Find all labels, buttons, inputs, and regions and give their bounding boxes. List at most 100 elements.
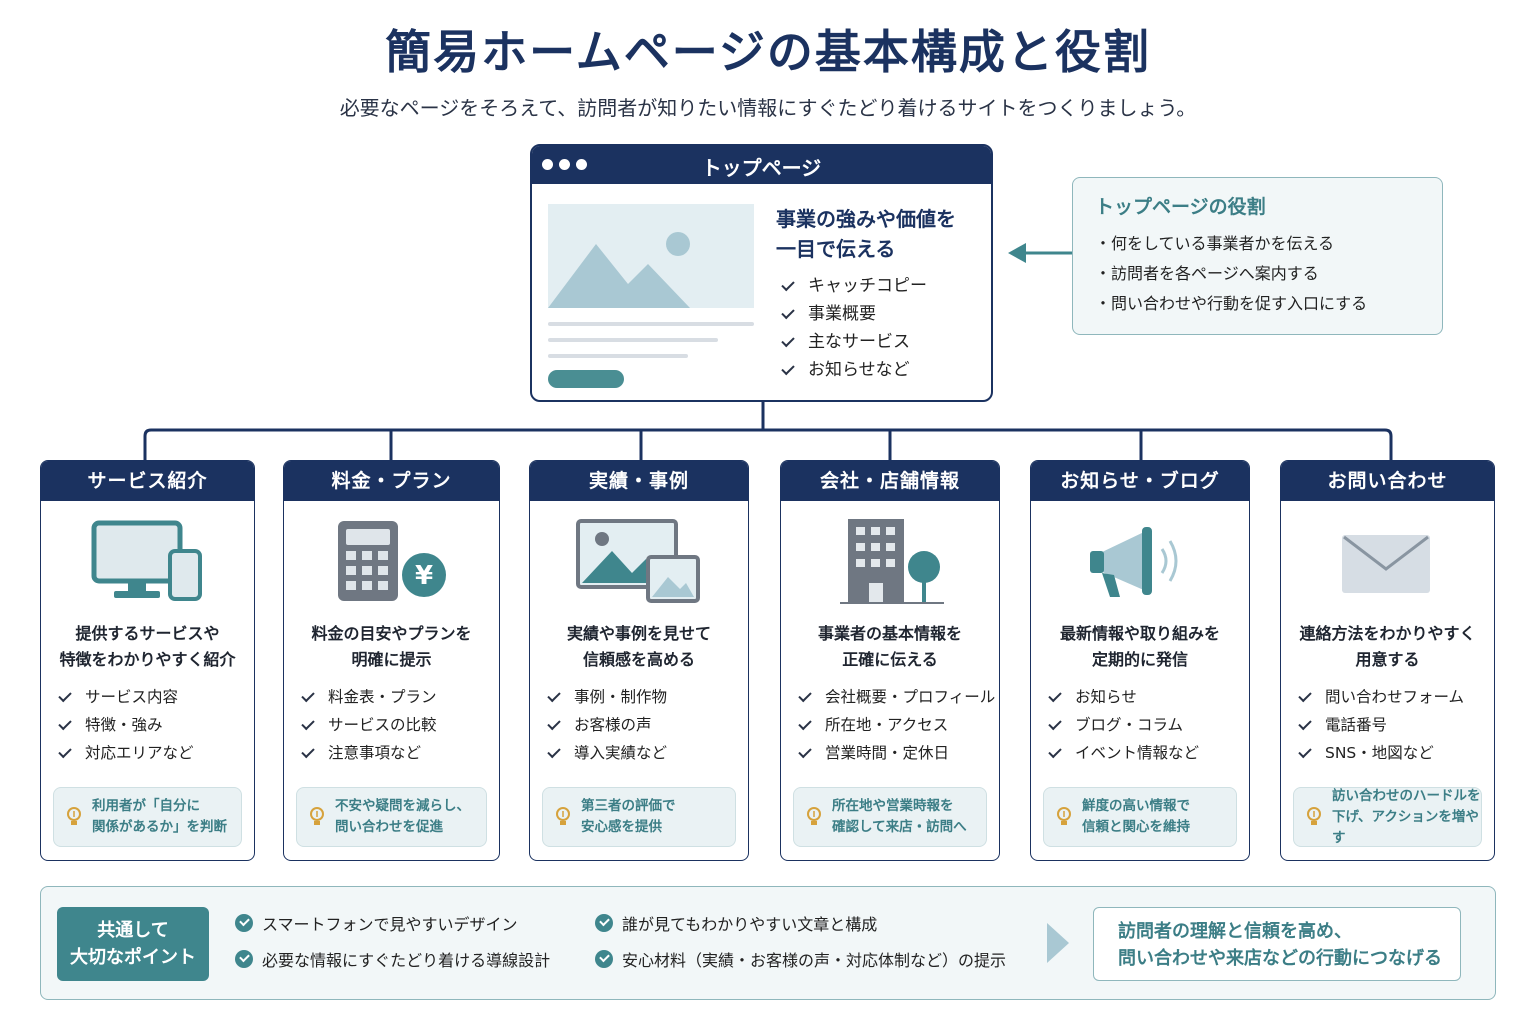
card-description: 実績や事例を見せて信頼感を高める <box>566 624 711 669</box>
card-tip: 訪い合わせのハードルを下げ、アクションを増やす <box>1293 787 1482 847</box>
card-description: 料金の目安やプランを明確に提示 <box>311 624 472 669</box>
page-card-contact: お問い合わせ 連絡方法をわかりやすく用意する 問い合わせフォーム 電話番号 SN… <box>1280 460 1495 861</box>
card-title: お知らせ・ブログ <box>1031 461 1249 501</box>
card-title: 実績・事例 <box>530 461 748 501</box>
card-tip: 不安や疑問を減らし、問い合わせを促進 <box>296 787 487 847</box>
check-icon <box>301 716 315 730</box>
page-card-cases: 実績・事例 実績や事例を見せて信頼感を高める 事例・制作物 お客様の声 導入実績… <box>529 460 749 861</box>
role-item: 訪問者を各ページへ案内する <box>1095 259 1420 289</box>
check-icon <box>1048 688 1062 702</box>
card-title: サービス紹介 <box>41 461 254 501</box>
page-card-company: 会社・店舗情報 事業者の基本情報を正確に伝える 会社概要・プロフィール 所在地・… <box>780 460 1000 861</box>
card-tip: 鮮度の高い情報で信頼と関心を維持 <box>1043 787 1237 847</box>
check-icon <box>547 716 561 730</box>
lightbulb-icon <box>1057 807 1071 825</box>
list-item: 主なサービス <box>781 328 927 356</box>
list-item: 特徴・強み <box>58 711 194 739</box>
check-icon <box>781 361 795 375</box>
list-item: 注意事項など <box>301 739 437 767</box>
top-page-card: トップページ 事業の強みや価値を 一目で伝える キャッチコピー 事業概要 主なサ… <box>530 144 993 402</box>
list-item: 所在地・アクセス <box>798 711 995 739</box>
list-item: 営業時間・定休日 <box>798 739 995 767</box>
gallery-icon <box>576 519 700 603</box>
list-item: 事業概要 <box>781 300 927 328</box>
check-circle-icon <box>595 950 613 968</box>
check-icon <box>301 688 315 702</box>
page-subtitle: 必要なページをそろえて、訪問者が知りたい情報にすぐたどり着けるサイトをつくりまし… <box>339 96 1197 120</box>
check-icon <box>1048 716 1062 730</box>
megaphone-icon <box>1090 527 1178 597</box>
cta-pill <box>548 370 624 388</box>
list-item: 電話番号 <box>1298 711 1464 739</box>
common-point: スマートフォンで見やすいデザイン <box>235 911 518 935</box>
list-item: サービスの比較 <box>301 711 437 739</box>
lightbulb-icon <box>67 807 81 825</box>
goal-box: 訪問者の理解と信頼を高め、問い合わせや来店などの行動につなげる <box>1093 907 1461 981</box>
common-point: 誰が見てもわかりやすい文章と構成 <box>595 911 877 935</box>
card-tip: 第三者の評価で安心感を提供 <box>542 787 736 847</box>
list-item: 問い合わせフォーム <box>1298 683 1464 711</box>
list-item: イベント情報など <box>1048 739 1199 767</box>
top-page-role-box: トップページの役割 何をしている事業者かを伝える 訪問者を各ページへ案内する 問… <box>1072 177 1443 335</box>
list-item: お知らせ <box>1048 683 1199 711</box>
top-page-label: トップページ <box>701 156 822 180</box>
building-icon <box>840 519 944 604</box>
common-points-label: 共通して大切なポイント <box>57 907 209 981</box>
list-item: 導入実績など <box>547 739 667 767</box>
check-icon <box>781 277 795 291</box>
list-item: 料金表・プラン <box>301 683 437 711</box>
list-item: 事例・制作物 <box>547 683 667 711</box>
check-icon <box>781 305 795 319</box>
check-icon <box>547 688 561 702</box>
svg-text:¥: ¥ <box>414 561 432 591</box>
check-icon <box>1298 688 1312 702</box>
page-card-pricing: 料金・プラン ¥ 料金の目安やプランを明確に提示 料金表・プラン サービスの比較… <box>283 460 500 861</box>
browser-bar: トップページ <box>532 146 991 184</box>
check-icon <box>301 744 315 758</box>
text-line <box>548 354 688 358</box>
common-points-panel: 共通して大切なポイント スマートフォンで見やすいデザイン 必要な情報にすぐたどり… <box>40 886 1496 1000</box>
devices-icon <box>91 520 202 601</box>
check-icon <box>798 688 812 702</box>
list-item: 対応エリアなど <box>58 739 194 767</box>
card-tip: 所在地や営業時報を確認して来店・訪問へ <box>793 787 987 847</box>
role-item: 何をしている事業者かを伝える <box>1095 229 1420 259</box>
check-icon <box>1298 716 1312 730</box>
page-title: 簡易ホームページの基本構成と役割 <box>385 25 1151 79</box>
check-icon <box>1298 744 1312 758</box>
check-icon <box>1048 744 1062 758</box>
check-icon <box>58 744 72 758</box>
arrow-left-icon <box>1008 243 1072 263</box>
role-item: 問い合わせや行動を促す入口にする <box>1095 289 1420 319</box>
check-icon <box>58 688 72 702</box>
card-description: 連絡方法をわかりやすく用意する <box>1299 624 1476 669</box>
page-card-news: お知らせ・ブログ 最新情報や取り組みを定期的に発信 お知らせ ブログ・コラム イ… <box>1030 460 1250 861</box>
check-icon <box>781 333 795 347</box>
list-item: ブログ・コラム <box>1048 711 1199 739</box>
card-description: 最新情報や取り組みを定期的に発信 <box>1059 624 1220 669</box>
common-point: 必要な情報にすぐたどり着ける導線設計 <box>235 947 550 971</box>
check-icon <box>58 716 72 730</box>
card-description: 提供するサービスや特徴をわかりやすく紹介 <box>59 624 236 669</box>
check-circle-icon <box>235 914 253 932</box>
list-item: SNS・地図など <box>1298 739 1464 767</box>
chevron-right-icon <box>1047 923 1069 963</box>
text-line <box>548 322 754 326</box>
list-item: お客様の声 <box>547 711 667 739</box>
card-title: お問い合わせ <box>1281 461 1494 501</box>
image-placeholder-icon <box>548 204 754 308</box>
lightbulb-icon <box>310 807 324 825</box>
envelope-icon <box>1341 535 1430 593</box>
card-title: 会社・店舗情報 <box>781 461 999 501</box>
lightbulb-icon <box>556 807 570 825</box>
list-item: キャッチコピー <box>781 272 927 300</box>
role-title: トップページの役割 <box>1095 196 1266 218</box>
top-page-heading: 事業の強みや価値を 一目で伝える <box>776 207 956 261</box>
common-point: 安心材料（実績・お客様の声・対応体制など）の提示 <box>595 947 1006 971</box>
top-page-items: キャッチコピー 事業概要 主なサービス お知らせなど <box>781 272 927 384</box>
card-title: 料金・プラン <box>284 461 499 501</box>
lightbulb-icon <box>1307 807 1321 825</box>
check-icon <box>798 744 812 758</box>
list-item: お知らせなど <box>781 356 927 384</box>
